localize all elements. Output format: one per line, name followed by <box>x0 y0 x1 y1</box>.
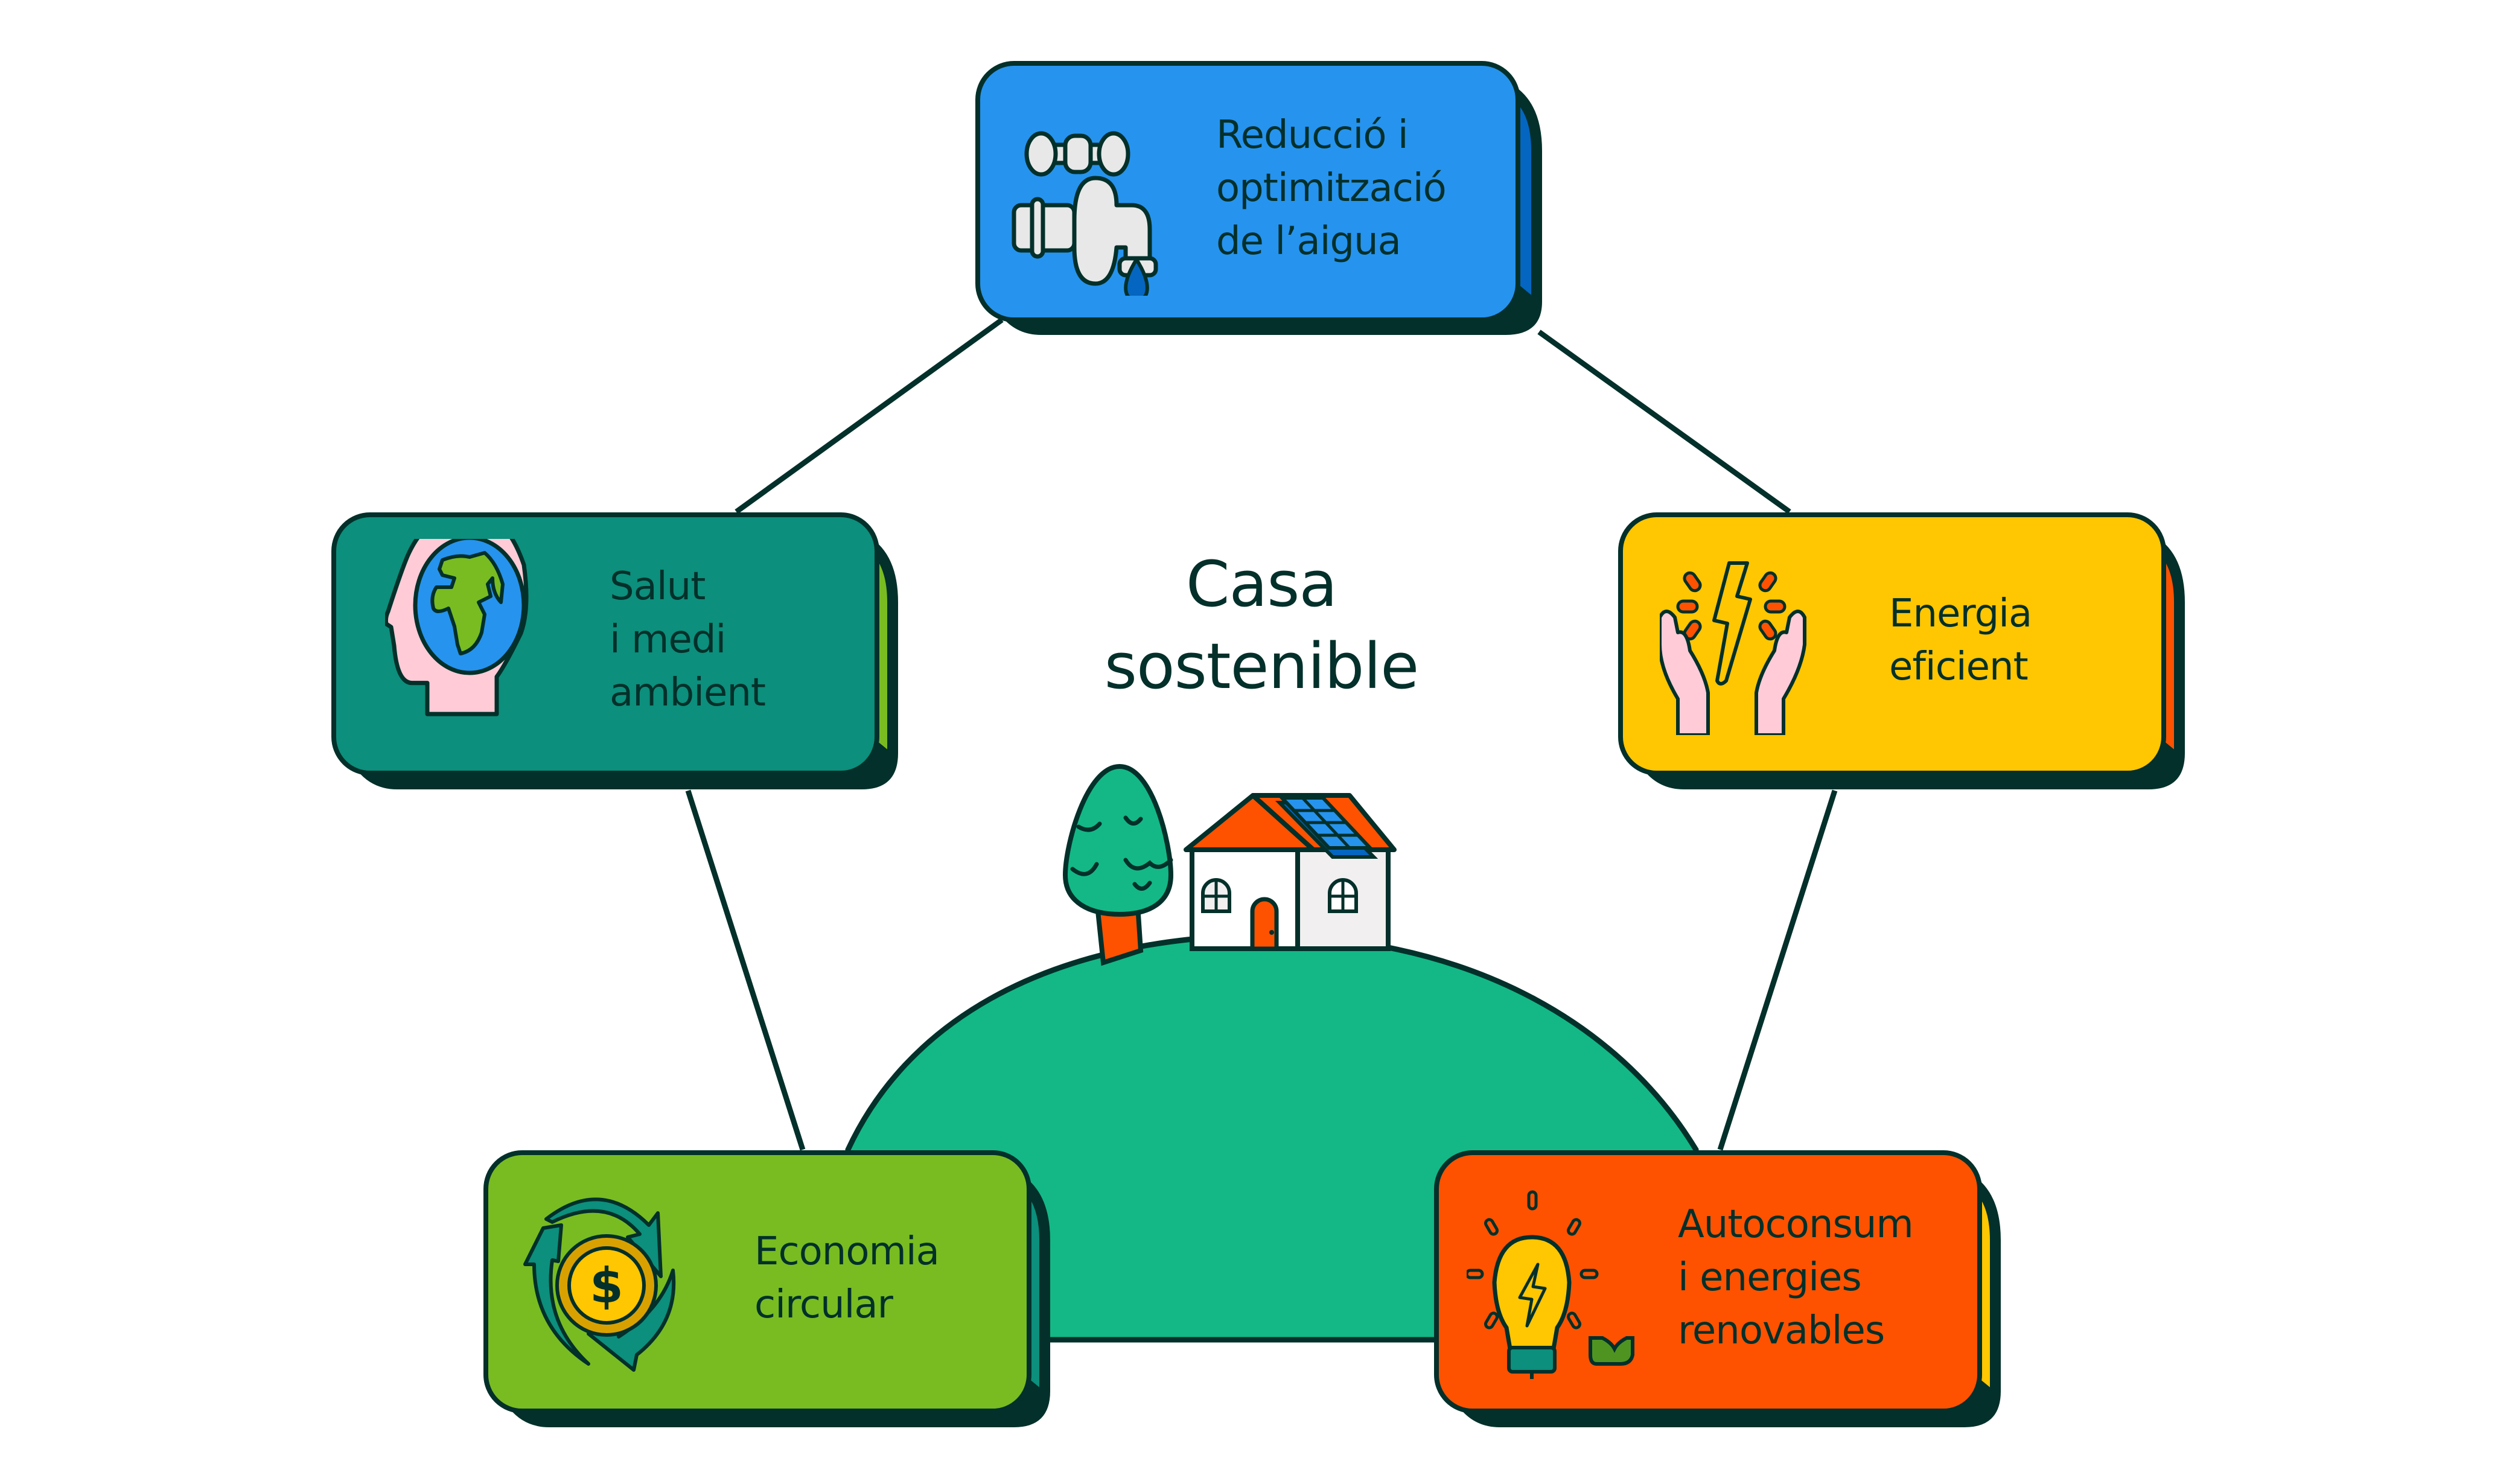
water-tap-icon <box>1012 131 1158 296</box>
label-line: optimització <box>1216 166 1447 211</box>
tree-icon <box>1062 763 1174 966</box>
label-line: Salut <box>610 564 706 609</box>
node-energy-label: Energia eficient <box>1889 587 2032 693</box>
lightbulb-plant-icon <box>1467 1190 1634 1379</box>
label-line: de l’aigua <box>1216 219 1401 264</box>
title-line-2: sostenible <box>1104 629 1419 703</box>
label-line: i energies <box>1678 1255 1862 1300</box>
diagram-title: Casa sostenible <box>1020 543 1503 707</box>
node-health: Salut i medi ambient <box>331 512 904 792</box>
label-line: circular <box>754 1282 893 1327</box>
window-right <box>1328 878 1358 913</box>
window-left <box>1201 878 1231 913</box>
card-box <box>1434 1150 2001 1427</box>
label-line: Economia <box>754 1229 940 1274</box>
label-line: eficient <box>1889 645 2029 689</box>
node-water: Reducció i optimització de l’aigua <box>975 60 1548 338</box>
edge-health-circular <box>685 789 806 1151</box>
label-line: Autoconsum <box>1678 1202 1914 1247</box>
node-energy: Energia eficient <box>1618 512 2191 792</box>
label-line: i medi <box>610 617 726 662</box>
label-line: Reducció i <box>1216 113 1409 158</box>
circular-coin-icon: $ <box>523 1197 676 1372</box>
label-line: renovables <box>1678 1308 1885 1353</box>
node-renewables-label: Autoconsum i energies renovables <box>1678 1198 1914 1357</box>
title-line-1: Casa <box>1185 547 1337 621</box>
head-globe-icon <box>385 539 529 716</box>
hands-lightning-icon <box>1660 561 1806 735</box>
dollar-sign: $ <box>590 1258 623 1314</box>
solar-panel-icon <box>1275 796 1379 859</box>
node-water-label: Reducció i optimització de l’aigua <box>1216 109 1447 268</box>
node-health-label: Salut i medi ambient <box>610 560 766 719</box>
node-circular: $ Economia circular <box>483 1150 1056 1430</box>
label-line: Energia <box>1889 591 2032 636</box>
label-line: ambient <box>610 670 766 715</box>
edge-water-energy <box>1537 330 1791 514</box>
house-icon <box>1184 793 1397 951</box>
door <box>1250 897 1279 951</box>
edge-energy-renewables <box>1717 789 1838 1151</box>
edge-water-health <box>735 317 1004 514</box>
node-circular-label: Economia circular <box>754 1225 940 1331</box>
node-renewables: Autoconsum i energies renovables <box>1433 1150 2007 1430</box>
